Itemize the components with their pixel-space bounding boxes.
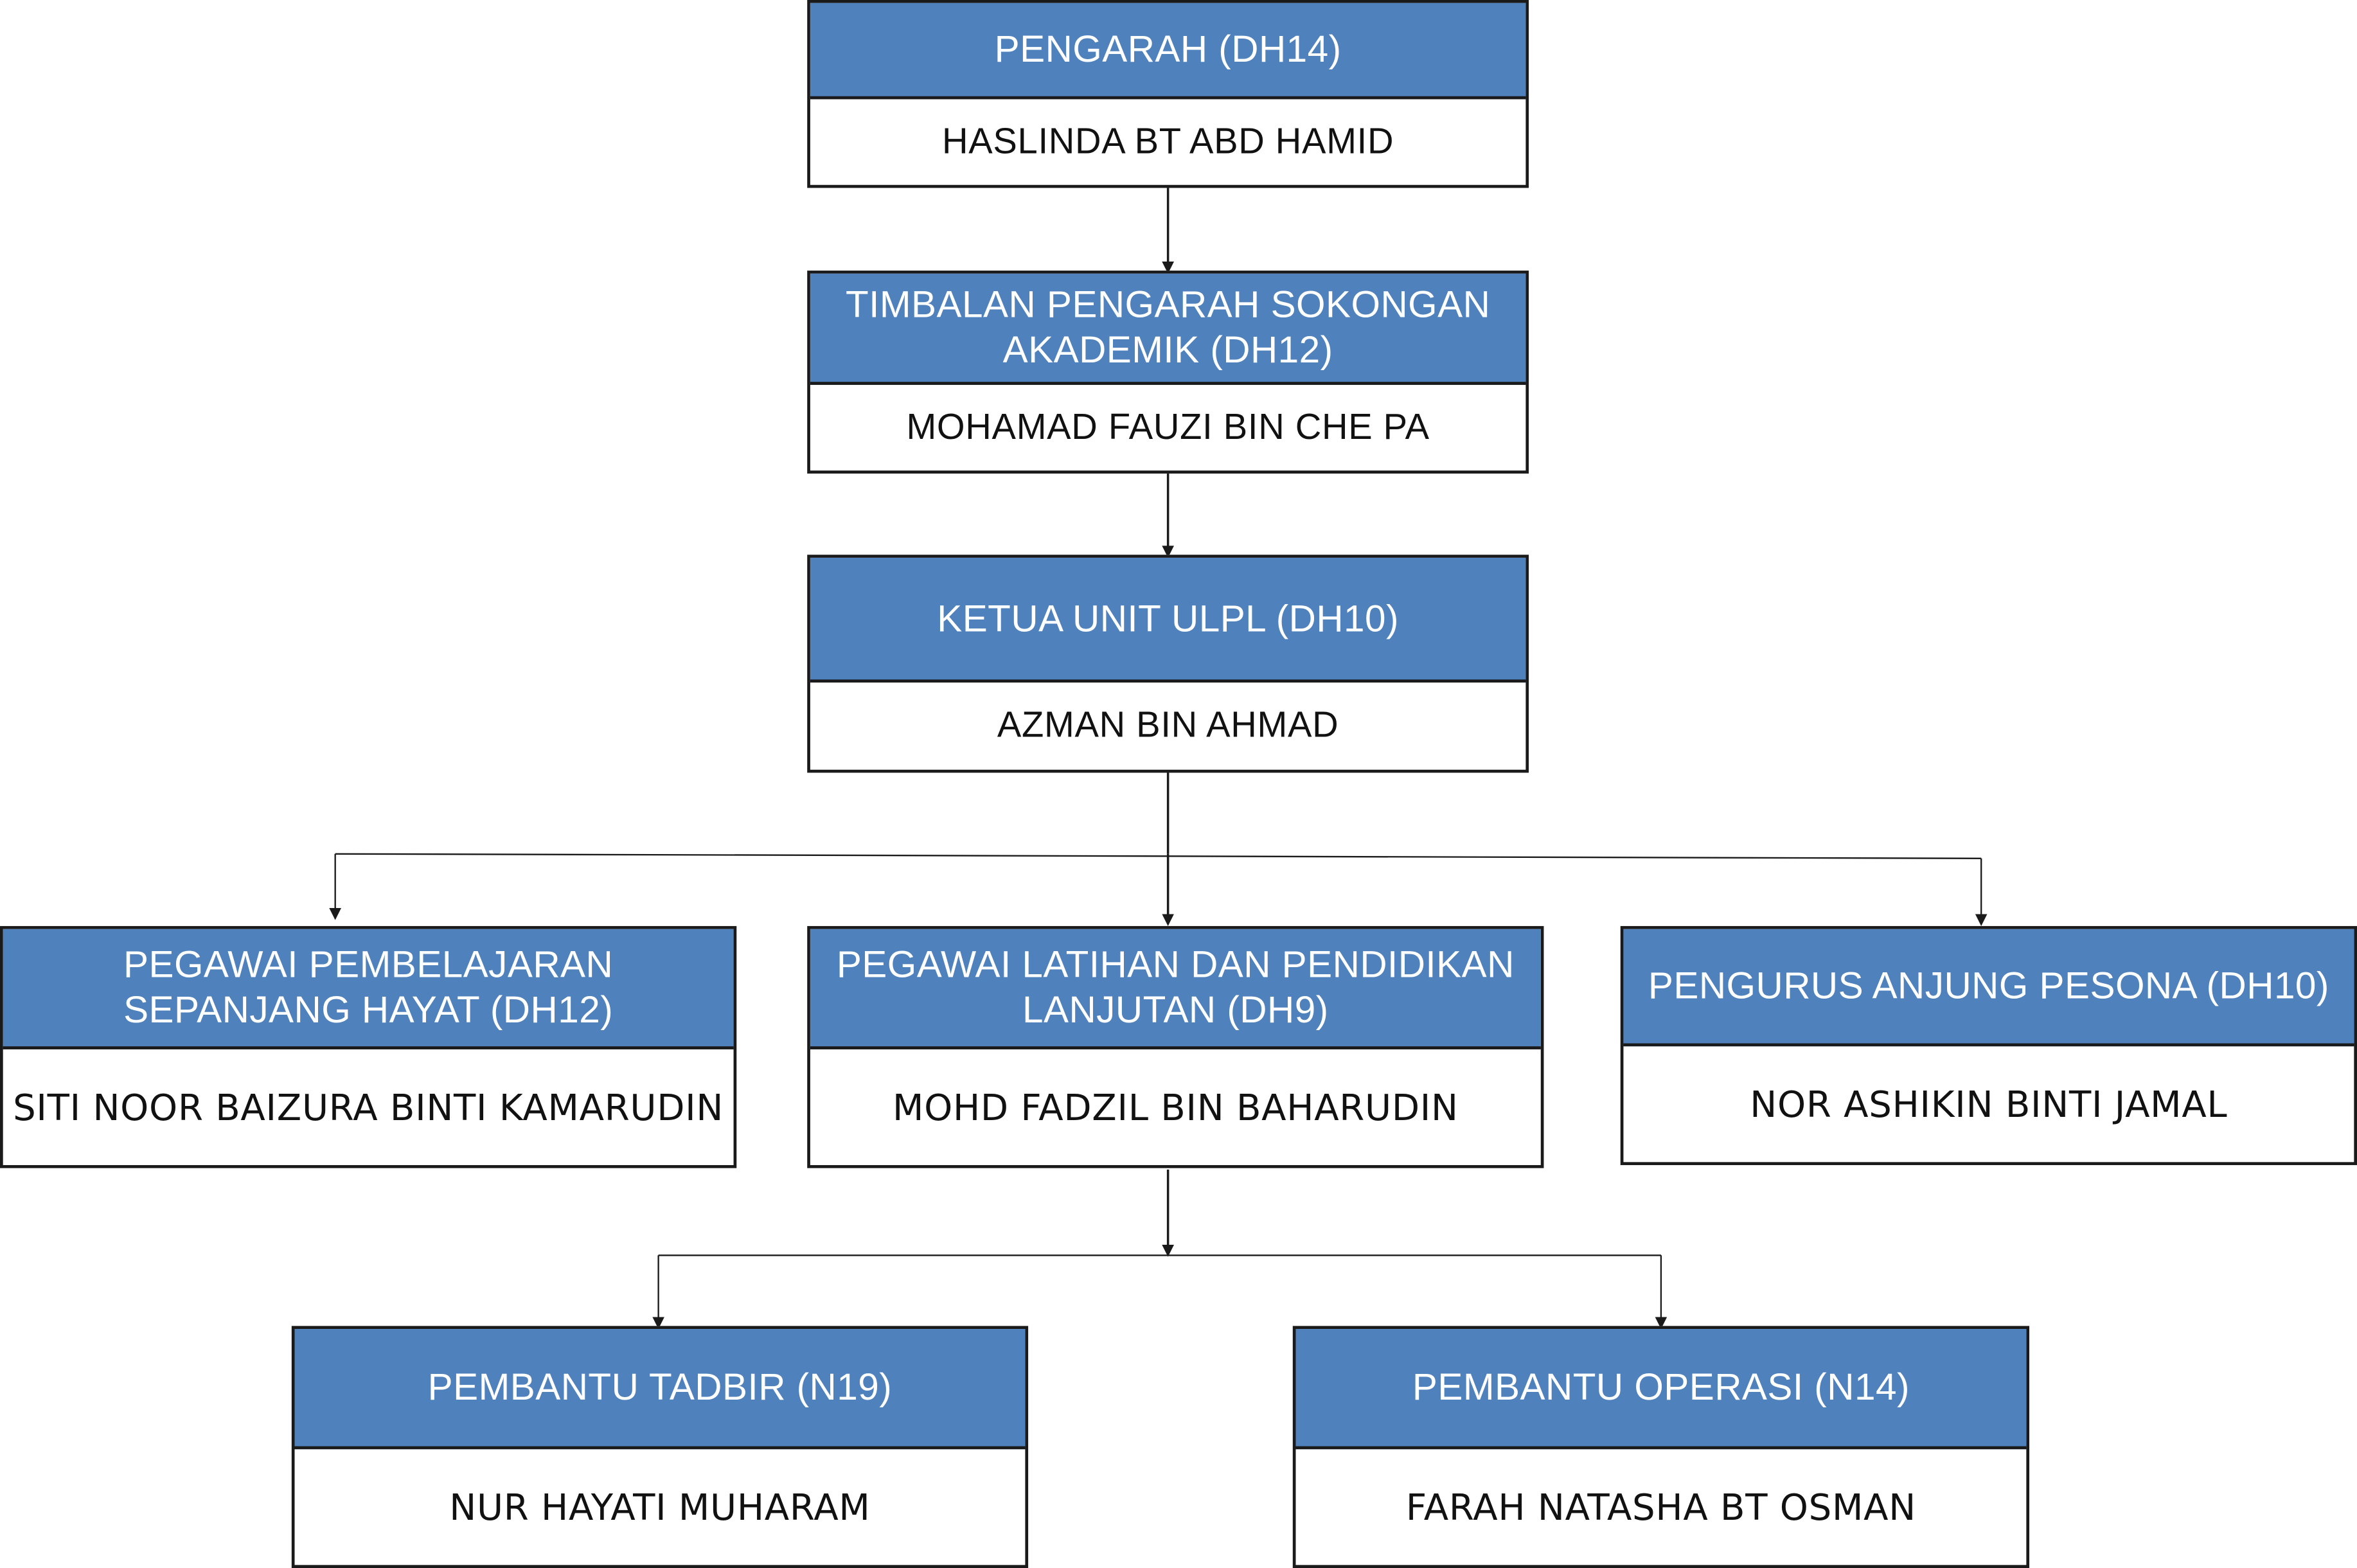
node-pembantu-operasi: PEMBANTU OPERASI (N14) FARAH NATASHA BT …	[1292, 1326, 2030, 1568]
node-pegawai-pembelajaran-name: SITI NOOR BAIZURA BINTI KAMARUDIN	[13, 1086, 724, 1128]
node-pengurus-name: NOR ASHIKIN BINTI JAMAL	[1750, 1083, 2228, 1126]
node-timbalan-title: TIMBALAN PENGARAH SOKONGAN AKADEMIK (DH1…	[810, 273, 1526, 385]
node-pengurus: PENGURUS ANJUNG PESONA (DH10) NOR ASHIKI…	[1620, 926, 2357, 1166]
node-pegawai-latihan: PEGAWAI LATIHAN DAN PENDIDIKAN LANJUTAN …	[807, 926, 1544, 1168]
node-timbalan-name: MOHAMAD FAUZI BIN CHE PA	[906, 406, 1430, 447]
node-timbalan: TIMBALAN PENGARAH SOKONGAN AKADEMIK (DH1…	[807, 271, 1529, 474]
node-pengurus-title: PENGURUS ANJUNG PESONA (DH10)	[1623, 929, 2354, 1047]
node-pengarah: PENGARAH (DH14) HASLINDA BT ABD HAMID	[807, 0, 1529, 188]
node-pembantu-tadbir-name: NUR HAYATI MUHARAM	[449, 1486, 871, 1529]
node-pegawai-pembelajaran-title: PEGAWAI PEMBELAJARAN SEPANJANG HAYAT (DH…	[3, 929, 734, 1049]
node-ketua-title: KETUA UNIT ULPL (DH10)	[810, 557, 1526, 683]
node-pembantu-operasi-title: PEMBANTU OPERASI (N14)	[1295, 1329, 2027, 1450]
node-ketua-name: AZMAN BIN AHMAD	[997, 705, 1339, 746]
connector-ketua-branch-bar	[335, 853, 1982, 859]
node-pengarah-title: PENGARAH (DH14)	[810, 3, 1526, 100]
node-pembantu-tadbir-title: PEMBANTU TADBIR (N19)	[294, 1329, 1026, 1450]
node-pegawai-latihan-name: MOHD FADZIL BIN BAHARUDIN	[892, 1086, 1459, 1128]
node-pembantu-operasi-name: FARAH NATASHA BT OSMAN	[1405, 1486, 1916, 1529]
node-ketua: KETUA UNIT ULPL (DH10) AZMAN BIN AHMAD	[807, 555, 1529, 773]
node-pengarah-name: HASLINDA BT ABD HAMID	[942, 121, 1394, 162]
node-pegawai-pembelajaran: PEGAWAI PEMBELAJARAN SEPANJANG HAYAT (DH…	[0, 926, 737, 1168]
node-pegawai-latihan-title: PEGAWAI LATIHAN DAN PENDIDIKAN LANJUTAN …	[810, 929, 1541, 1049]
node-pembantu-tadbir: PEMBANTU TADBIR (N19) NUR HAYATI MUHARAM	[291, 1326, 1029, 1568]
